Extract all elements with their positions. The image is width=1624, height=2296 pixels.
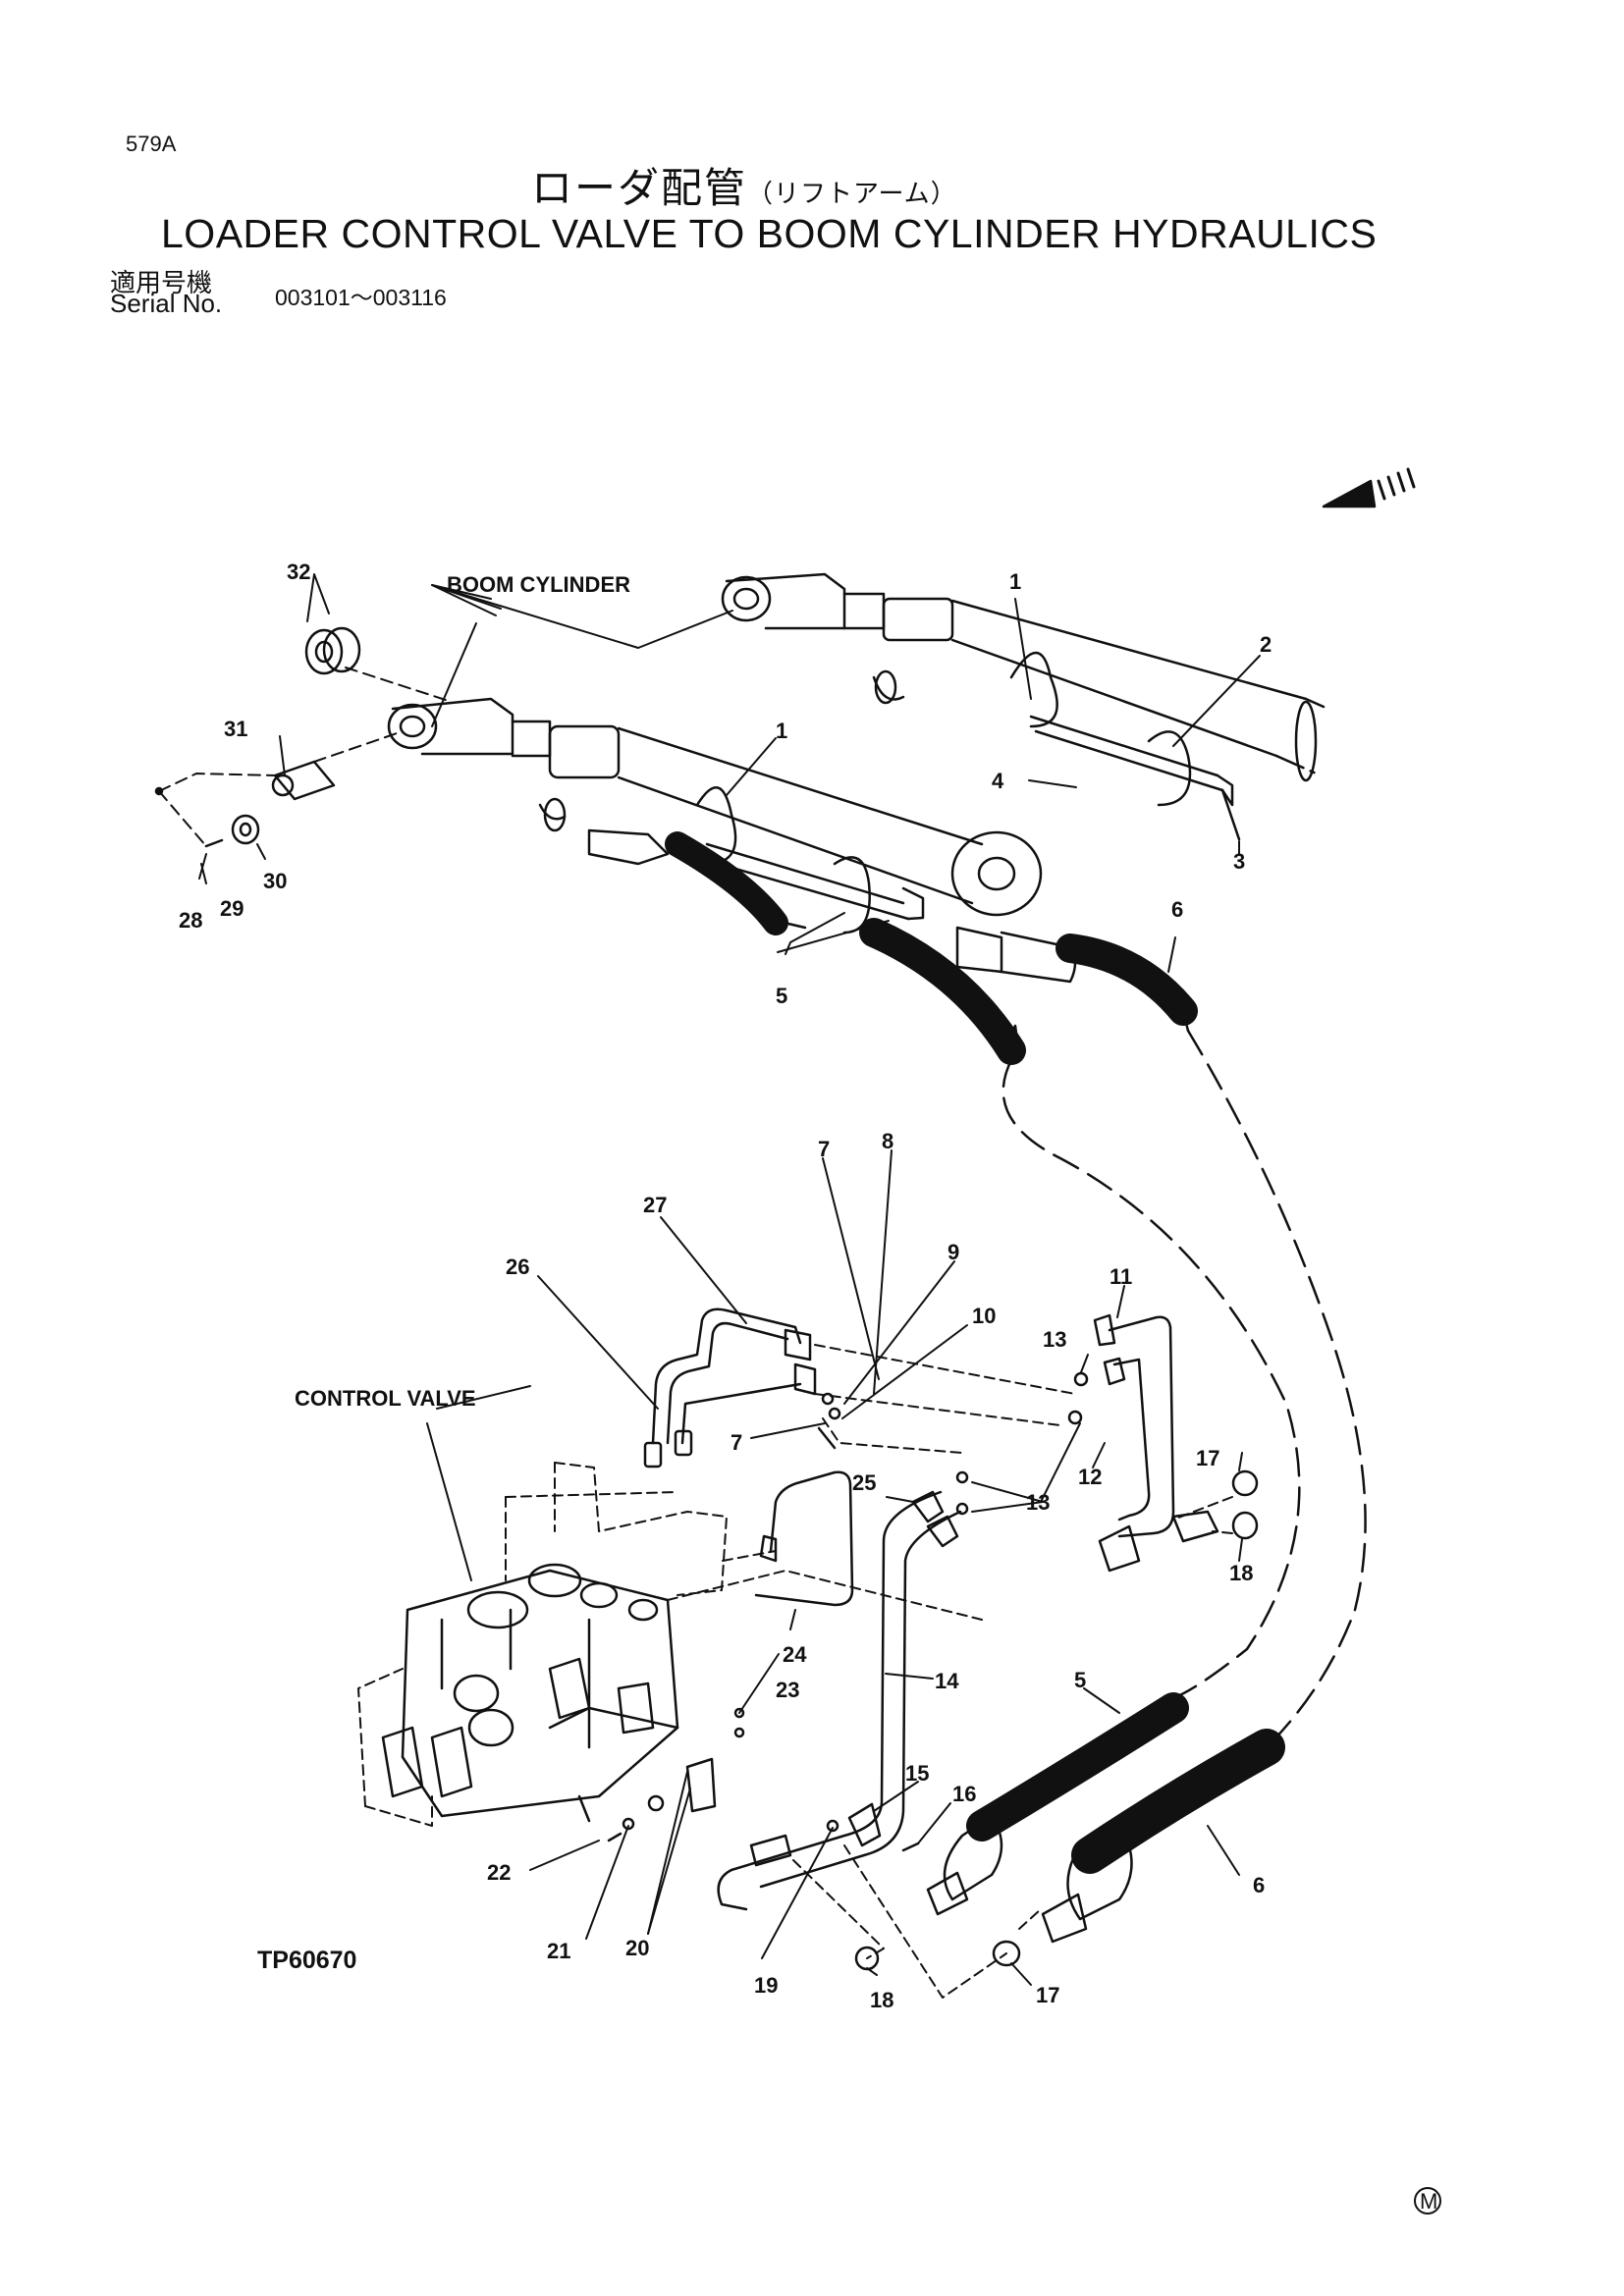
- title-japanese-main: ローダ配管: [531, 164, 748, 212]
- callout-4: 4: [992, 769, 1004, 793]
- clamp-15-16: [826, 1802, 920, 1852]
- pipe-14: [717, 1470, 969, 1911]
- control-valve-body: [381, 1563, 679, 1823]
- callout-21: 21: [547, 1939, 570, 1963]
- pin-assembly: [154, 626, 361, 848]
- callout-15: 15: [905, 1761, 929, 1786]
- callout-6-lower: 6: [1253, 1873, 1265, 1897]
- upper-hoses: [587, 828, 1198, 1065]
- callout-12: 12: [1078, 1465, 1102, 1489]
- fittings-20-23: [607, 1707, 745, 1842]
- callout-24-visible: 24: [783, 1642, 807, 1667]
- page-number: 579A: [126, 132, 177, 156]
- callout-28: 28: [179, 908, 202, 933]
- callout-19: 19: [754, 1973, 778, 1998]
- title-japanese-sub: （リフトアーム）: [747, 180, 957, 209]
- serial-label-japanese: 適用号機: [110, 269, 213, 298]
- callout-25: 25: [852, 1470, 876, 1495]
- callout-27: 27: [643, 1193, 667, 1217]
- fittings-7-10: [817, 1392, 841, 1450]
- circled-mark: M: [1414, 2187, 1441, 2215]
- callout-10: 10: [972, 1304, 996, 1328]
- callout-29: 29: [220, 896, 244, 921]
- callout-1-upper: 1: [1009, 569, 1021, 594]
- serial-range: 003101～003116: [275, 285, 447, 310]
- title-english: LOADER CONTROL VALVE TO BOOM CYLINDER HY…: [161, 211, 1378, 256]
- callout-30: 30: [263, 869, 287, 893]
- upper-boom-cylinder: [721, 572, 1326, 841]
- callout-9: 9: [947, 1240, 959, 1264]
- callout-32: 32: [287, 560, 310, 584]
- callout-1-lower: 1: [776, 719, 787, 743]
- callout-20: 20: [625, 1936, 649, 1960]
- callout-11: 11: [1110, 1264, 1132, 1289]
- callout-13-right: 13: [1026, 1490, 1050, 1515]
- callout-18-lower: 18: [870, 1988, 893, 2012]
- callout-6-upper: 6: [1171, 897, 1183, 922]
- circled-mark-text: M: [1420, 2189, 1437, 2214]
- callout-8: 8: [882, 1129, 893, 1153]
- callout-17-upper: 17: [1196, 1446, 1219, 1470]
- pipes-11-12: [1067, 1313, 1219, 1573]
- callout-23: 23: [776, 1678, 799, 1702]
- callout-5-lower: 5: [1074, 1668, 1086, 1692]
- drawing-number: TP60670: [257, 1947, 356, 1974]
- front-direction-arrow-icon: [1322, 467, 1416, 508]
- control-valve-label: CONTROL VALVE: [295, 1386, 476, 1411]
- callout-31: 31: [224, 717, 247, 741]
- callout-26: 26: [506, 1255, 529, 1279]
- callout-14: 14: [935, 1669, 959, 1693]
- serial-label-english: Serial No.: [110, 289, 223, 318]
- callout-7-lower: 7: [731, 1430, 742, 1455]
- callout-16: 16: [952, 1782, 976, 1806]
- callout-7-upper: 7: [818, 1137, 830, 1161]
- lower-boom-cylinder: [387, 697, 1043, 934]
- title-japanese: ローダ配管（リフトアーム）: [531, 155, 957, 215]
- pipe-24: [754, 1470, 854, 1607]
- pipes-26-27: [643, 1308, 817, 1468]
- callout-22: 22: [487, 1860, 511, 1885]
- callout-18-upper: 18: [1229, 1561, 1253, 1585]
- o-rings-right: [1231, 1469, 1259, 1540]
- lower-hoses: [926, 1692, 1285, 1944]
- callout-17-lower: 17: [1036, 1983, 1059, 2007]
- callout-5-upper: 5: [776, 984, 787, 1008]
- callout-2: 2: [1260, 632, 1272, 657]
- callout-13-upper: 13: [1043, 1327, 1066, 1352]
- callout-3: 3: [1233, 849, 1245, 874]
- boom-cylinder-label: BOOM CYLINDER: [447, 572, 630, 597]
